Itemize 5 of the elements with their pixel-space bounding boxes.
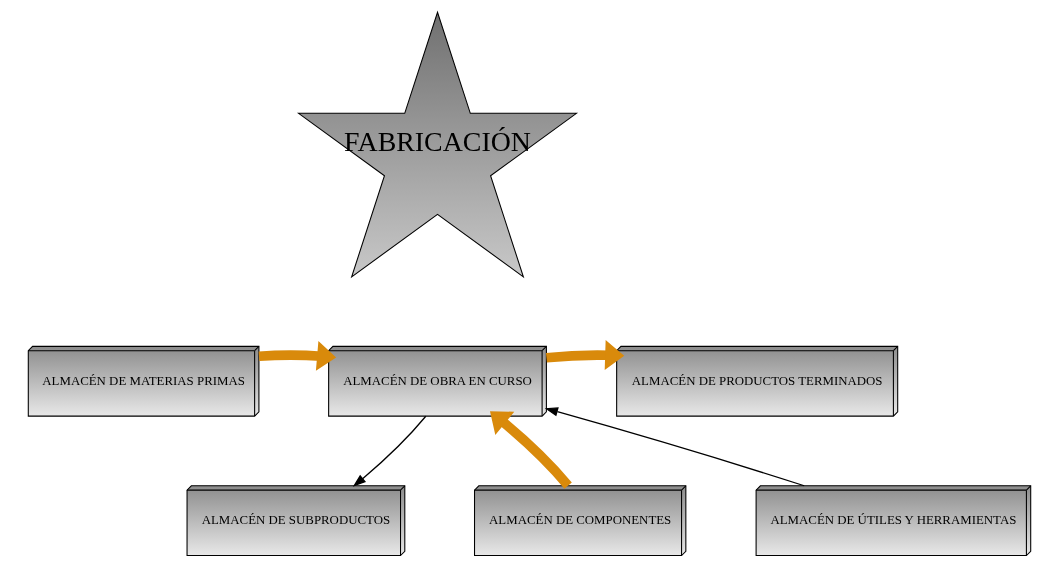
arrow	[545, 340, 625, 371]
arrow	[490, 411, 572, 489]
arrow	[258, 340, 337, 371]
arrow	[544, 407, 805, 487]
arrow	[352, 415, 427, 487]
